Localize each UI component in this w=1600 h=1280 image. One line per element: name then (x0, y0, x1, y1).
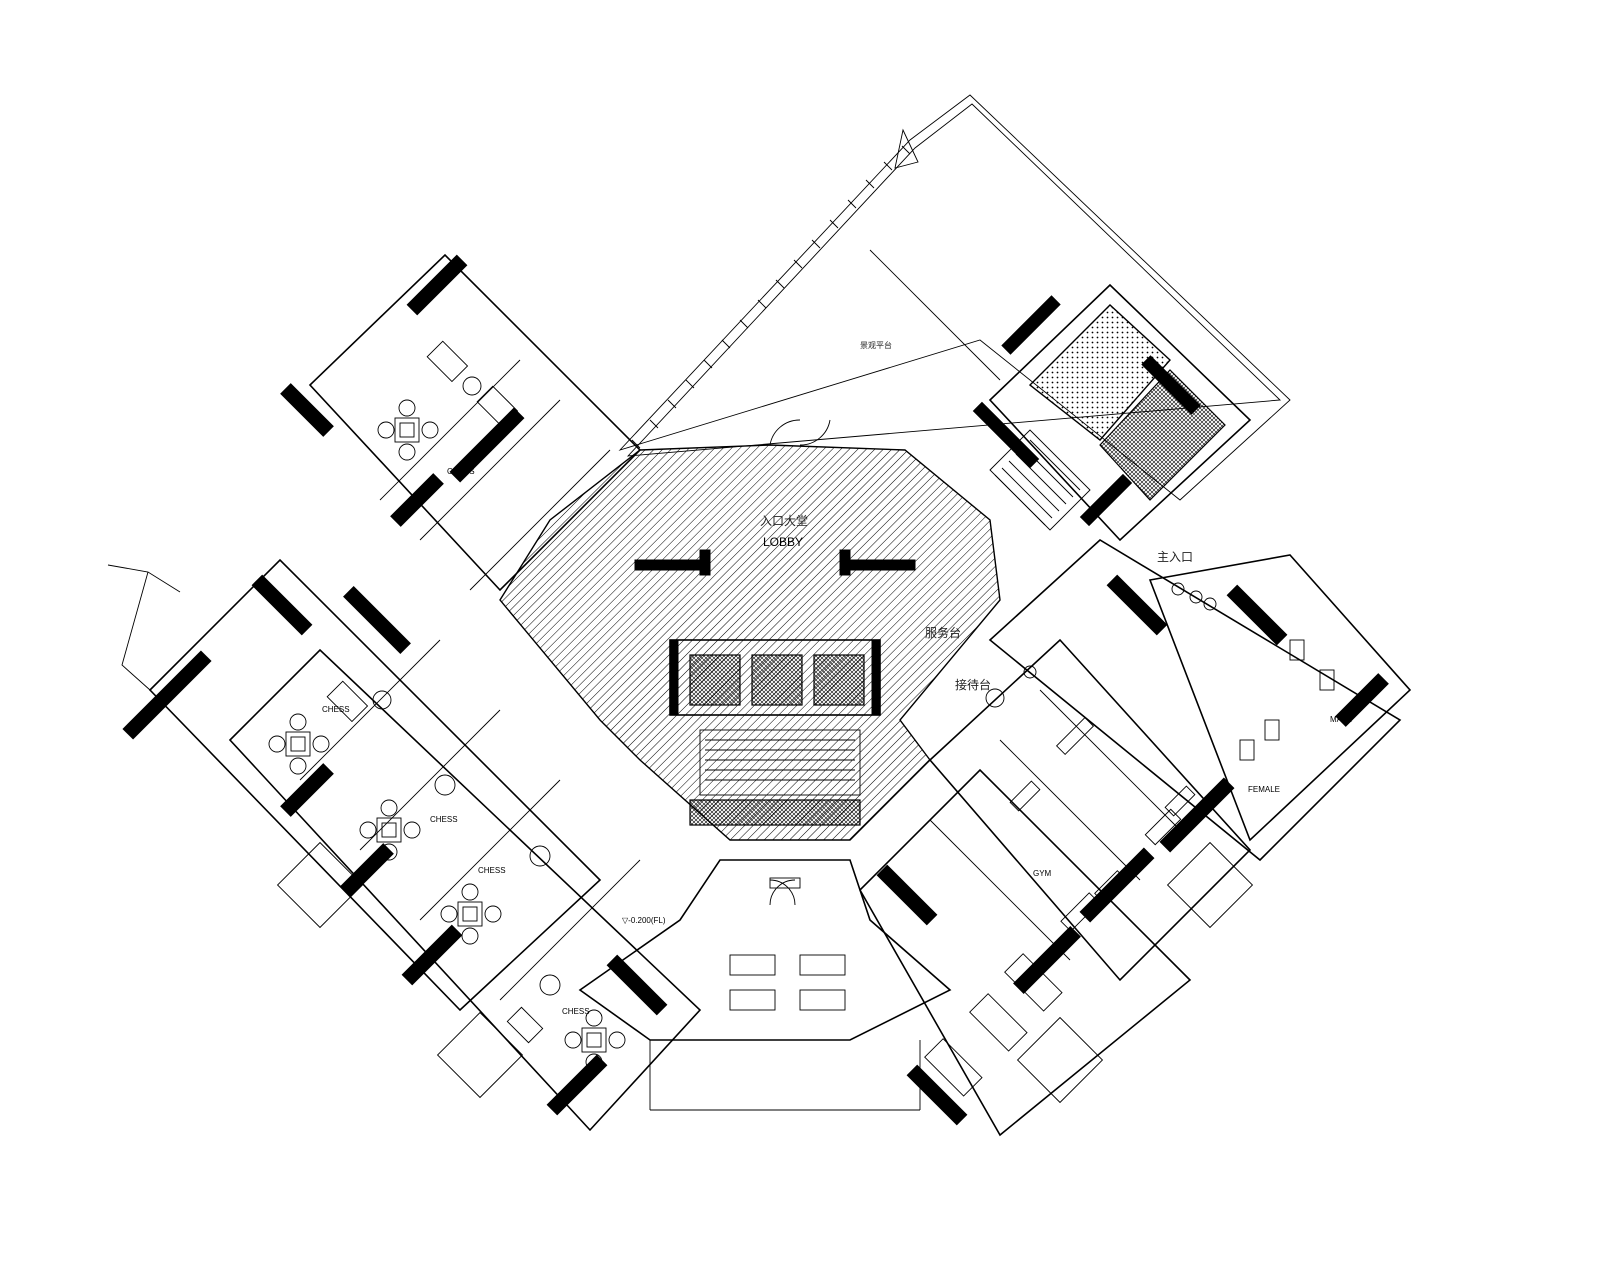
chess-table-4 (440, 883, 502, 945)
terrace-deck: 景观平台 (618, 94, 1291, 501)
terrace-label: 景观平台 (860, 340, 892, 350)
main-entrance-label: 主入口 (1157, 550, 1193, 564)
northeast-stair-room (972, 283, 1252, 542)
west-wing: CHESS CHESS CHESS CHESS CHESS (107, 253, 702, 1132)
female-label: FEMALE (1248, 785, 1280, 794)
south-lounge: ▽-0.200(FL) (578, 859, 952, 1111)
lobby-label-cn: 入口大堂 (760, 514, 808, 528)
chess-table-3 (359, 799, 421, 861)
chess-label-5: CHESS (562, 1007, 590, 1016)
terrace-railing (631, 145, 911, 449)
chess-label-3: CHESS (430, 815, 458, 824)
gym-label: GYM (1033, 869, 1052, 878)
chess-table-2 (268, 713, 330, 775)
lobby-label: LOBBY (763, 535, 803, 549)
service-desk-label: 服务台 (925, 625, 961, 640)
lobby-block: 入口大堂 LOBBY (499, 419, 1001, 841)
chess-table-1 (377, 399, 439, 461)
chess-label-1: CHESS (447, 467, 475, 476)
chess-label-2: CHESS (322, 705, 350, 714)
chess-table-5 (564, 1009, 626, 1071)
chess-label-4: CHESS (478, 866, 506, 875)
east-wing: GYM MALE FEMALE 主入口 接待台 服务台 (859, 539, 1412, 1137)
elevation-mark: ▽-0.200(FL) (622, 916, 666, 925)
male-label: MALE (1330, 715, 1352, 724)
reception-label: 接待台 (955, 677, 991, 692)
